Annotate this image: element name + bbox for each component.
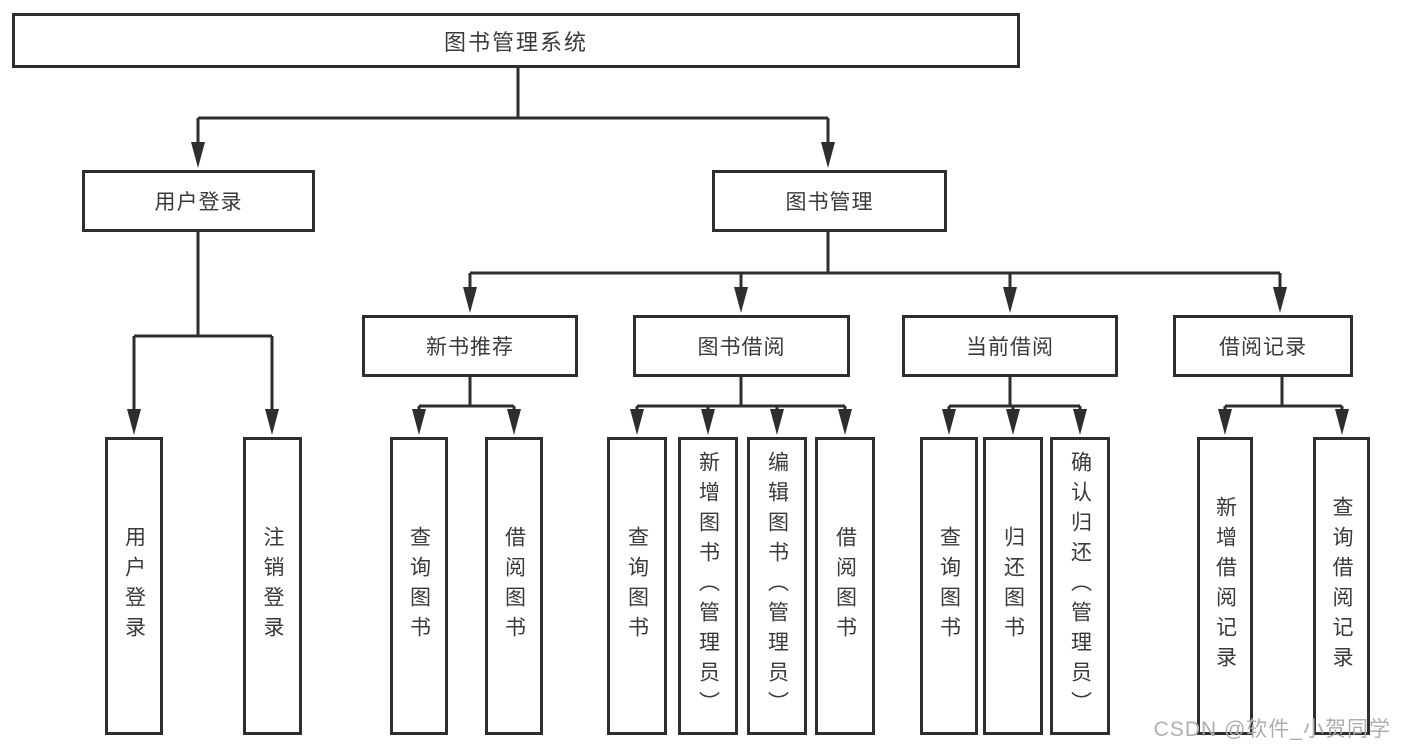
- leaf-label: 新增借阅记录: [1213, 496, 1237, 676]
- leaf-label: 确认归还（管理员）: [1068, 451, 1092, 721]
- node-book-borrow: 图书借阅: [633, 315, 850, 377]
- leaf-query-books-current: 查询图书: [920, 437, 978, 735]
- leaf-logout: 注销登录: [243, 437, 302, 735]
- node-library-management-system: 图书管理系统: [12, 13, 1020, 68]
- leaf-edit-books-admin: 编辑图书（管理员）: [747, 437, 807, 735]
- leaf-label: 用户登录: [122, 526, 146, 646]
- leaf-label: 编辑图书（管理员）: [765, 451, 789, 721]
- leaf-label: 借阅图书: [502, 526, 526, 646]
- leaf-confirm-return-admin: 确认归还（管理员）: [1050, 437, 1110, 735]
- leaf-query-borrow-record: 查询借阅记录: [1313, 437, 1370, 735]
- node-new-book-recommend: 新书推荐: [362, 315, 578, 377]
- leaf-label: 查询图书: [625, 526, 649, 646]
- leaf-query-books-recommend: 查询图书: [390, 437, 448, 735]
- leaf-label: 新增图书（管理员）: [696, 451, 720, 721]
- csdn-watermark: CSDN @软件_小贺同学: [1153, 718, 1391, 741]
- leaf-return-books: 归还图书: [983, 437, 1043, 735]
- leaf-borrow-books-borrow: 借阅图书: [815, 437, 875, 735]
- leaf-add-borrow-record: 新增借阅记录: [1197, 437, 1253, 735]
- leaf-label: 注销登录: [261, 526, 284, 646]
- leaf-label: 借阅图书: [833, 526, 857, 646]
- leaf-borrow-books-recommend: 借阅图书: [485, 437, 543, 735]
- node-user-login: 用户登录: [82, 170, 315, 232]
- leaf-label: 查询借阅记录: [1330, 496, 1353, 676]
- node-book-management: 图书管理: [712, 170, 947, 232]
- leaf-user-login: 用户登录: [105, 437, 163, 735]
- leaf-label: 查询图书: [937, 526, 961, 646]
- leaf-query-books-borrow: 查询图书: [607, 437, 667, 735]
- leaf-label: 查询图书: [407, 526, 431, 646]
- node-current-borrow: 当前借阅: [902, 315, 1118, 377]
- leaf-label: 归还图书: [1001, 526, 1025, 646]
- leaf-add-books-admin: 新增图书（管理员）: [678, 437, 738, 735]
- node-borrow-records: 借阅记录: [1173, 315, 1353, 377]
